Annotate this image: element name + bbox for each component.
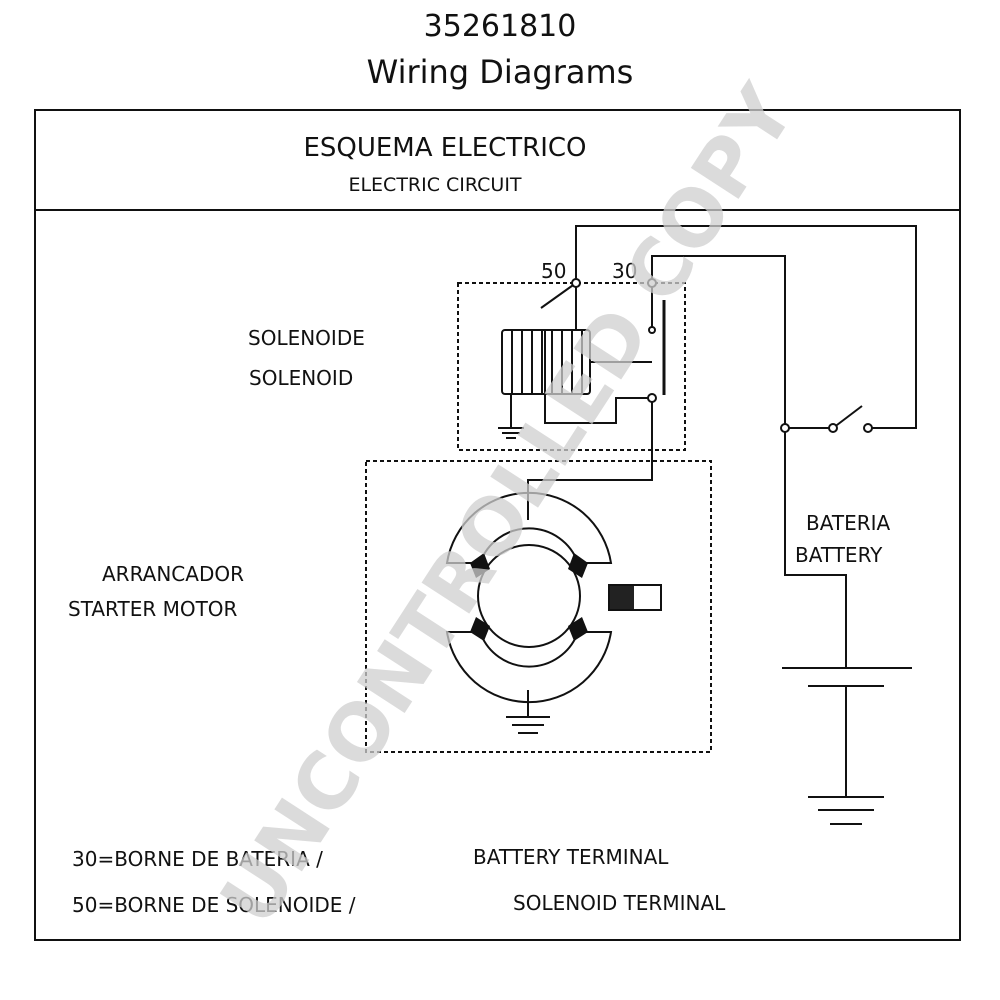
- ground-icon: [808, 796, 884, 825]
- terminal-50-label: 50: [541, 259, 566, 283]
- legend-terminal-50-en: SOLENOID TERMINAL: [513, 891, 726, 915]
- motor-brushes: [470, 553, 588, 641]
- battery-label-es: BATERIA: [806, 511, 890, 535]
- watermark: UNCONTROLLED COPY: [204, 70, 813, 941]
- solenoid-coil: [501, 329, 591, 395]
- starter-housing: [365, 460, 712, 753]
- page-title: Wiring Diagrams: [366, 53, 634, 91]
- battery-icon: [782, 667, 912, 687]
- terminal-30-label: 30: [612, 259, 637, 283]
- diagram-frame: [34, 109, 961, 941]
- panel-title-en: ELECTRIC CIRCUIT: [348, 174, 521, 196]
- ground-icon: [498, 427, 524, 439]
- panel-title-es: ESQUEMA ELECTRICO: [303, 133, 586, 163]
- motor-commutator-icon: [608, 584, 662, 611]
- part-number: 35261810: [423, 9, 577, 44]
- battery-label-en: BATTERY: [795, 543, 883, 567]
- starter-label-en: STARTER MOTOR: [68, 597, 238, 621]
- solenoid-label-en: SOLENOID: [249, 366, 353, 390]
- motor-field: [445, 491, 613, 704]
- legend-terminal-50-es: 50=BORNE DE SOLENOIDE /: [72, 893, 356, 917]
- legend-terminal-30-es: 30=BORNE DE BATERIA /: [72, 847, 323, 871]
- starter-label-es: ARRANCADOR: [102, 562, 244, 586]
- terminal-dots: [571, 278, 873, 433]
- ground-icon: [506, 716, 550, 734]
- legend-terminal-30-en: BATTERY TERMINAL: [473, 845, 669, 869]
- solenoid-label-es: SOLENOIDE: [248, 326, 365, 350]
- wires: [510, 225, 917, 797]
